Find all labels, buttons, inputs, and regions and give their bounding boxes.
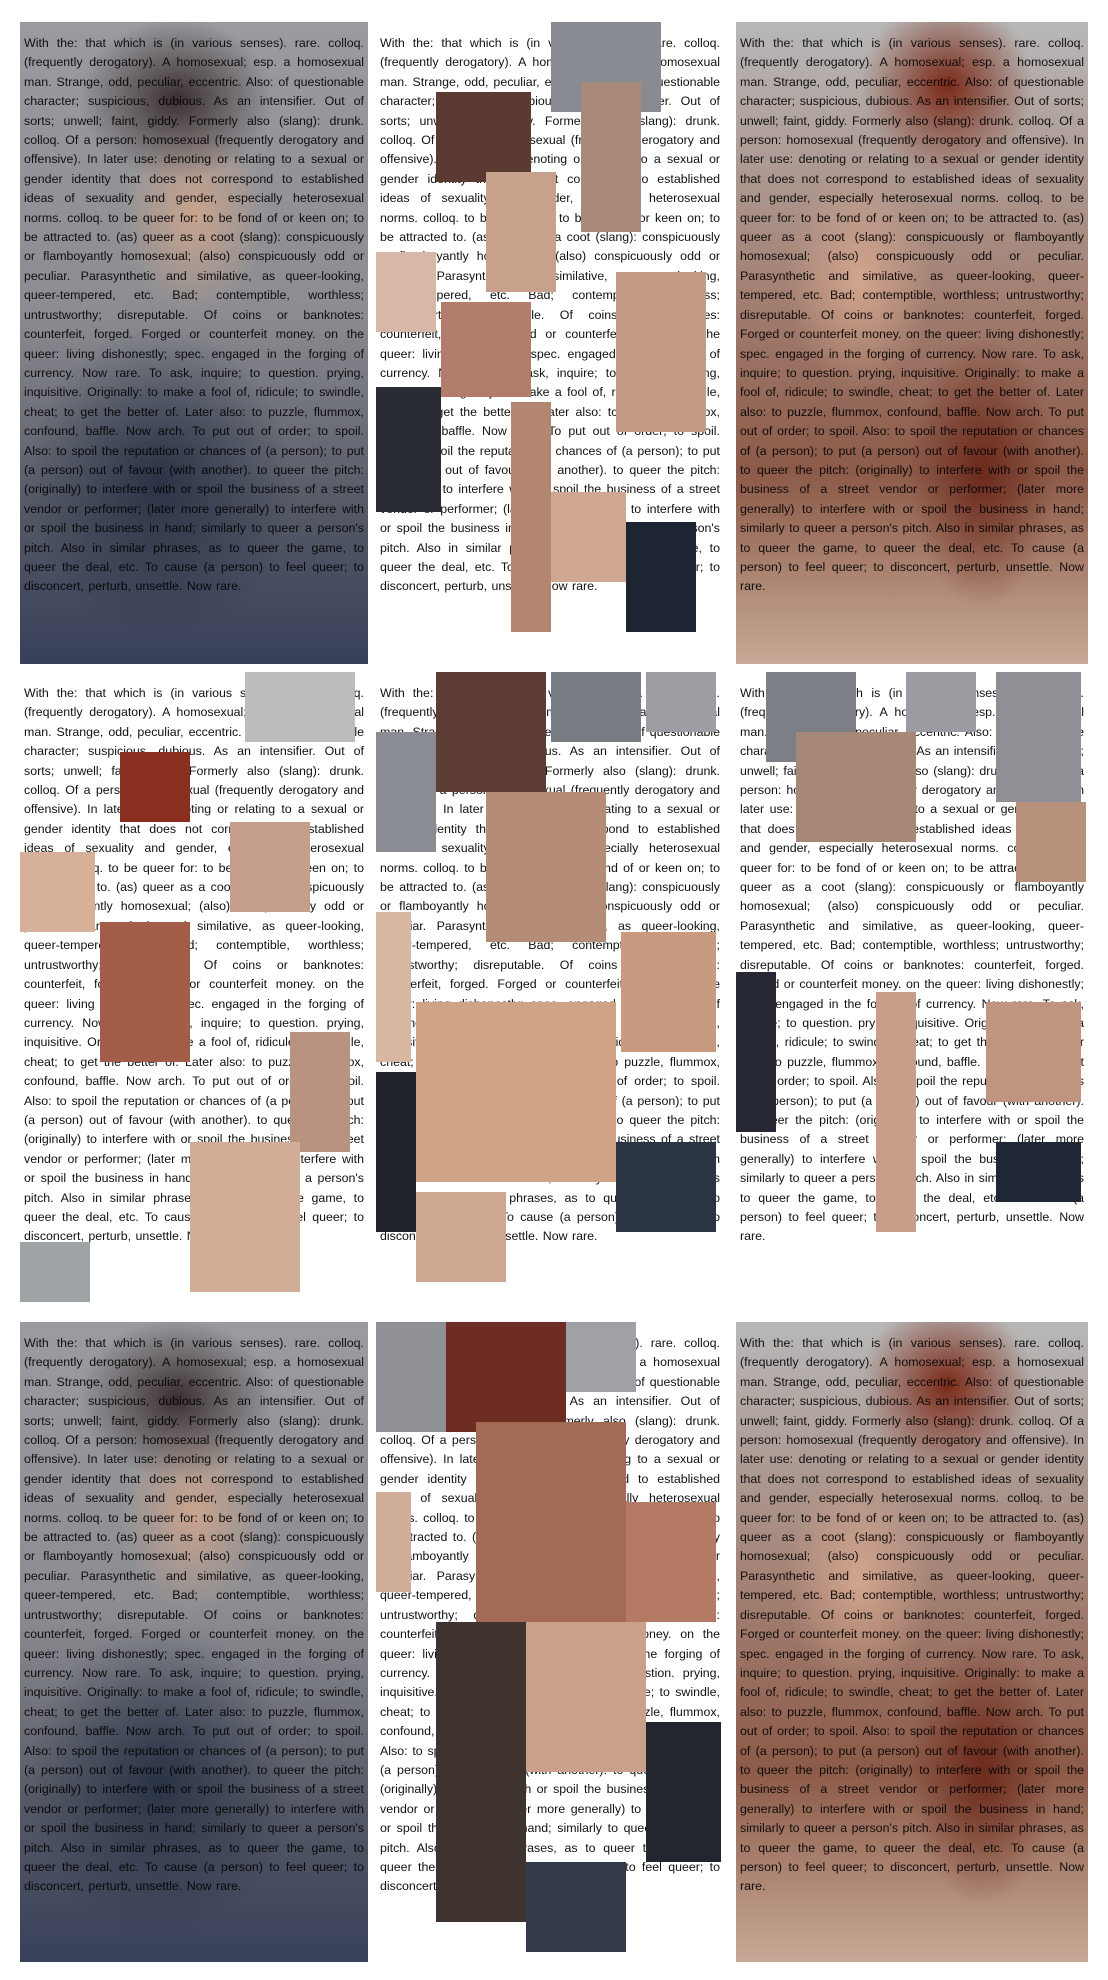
panel-9: With the: that which is (in various sens… bbox=[736, 1322, 1088, 1962]
photo-fragment bbox=[436, 672, 546, 792]
panel-1: With the: that which is (in various sens… bbox=[20, 22, 368, 664]
photo-fragment bbox=[476, 1422, 626, 1622]
panel-1-photo bbox=[20, 22, 368, 664]
photo-fragment bbox=[100, 922, 190, 1062]
photo-fragment bbox=[621, 932, 716, 1052]
photo-fragment bbox=[876, 992, 916, 1232]
photo-fragment bbox=[20, 852, 95, 932]
photo-fragment bbox=[486, 792, 606, 942]
photo-fragment bbox=[436, 1622, 526, 1922]
photo-fragment bbox=[376, 1322, 446, 1432]
photo-fragment bbox=[526, 1622, 646, 1772]
photo-fragment bbox=[230, 822, 310, 912]
photo-fragment bbox=[1016, 802, 1086, 882]
photo-fragment bbox=[376, 912, 411, 1062]
photo-fragment bbox=[616, 1142, 716, 1232]
photo-fragment bbox=[376, 1072, 416, 1232]
panel-9-photo bbox=[736, 1322, 1088, 1962]
panel-3: With the: that which is (in various sens… bbox=[736, 22, 1088, 664]
photo-fragment bbox=[416, 1002, 616, 1182]
photo-fragment bbox=[376, 252, 436, 332]
photo-fragment bbox=[996, 672, 1081, 802]
photo-fragment bbox=[986, 1002, 1081, 1102]
panel-5: With the: that which is (in various sens… bbox=[376, 672, 724, 1314]
photo-fragment bbox=[20, 1242, 90, 1302]
photo-fragment bbox=[736, 972, 776, 1132]
photo-fragment bbox=[906, 672, 976, 732]
photo-fragment bbox=[376, 387, 441, 512]
photo-fragment bbox=[626, 522, 696, 632]
panel-3-text: With the: that which is (in various sens… bbox=[740, 36, 1084, 594]
panel-7: With the: that which is (in various sens… bbox=[20, 1322, 368, 1962]
photo-fragment bbox=[190, 1142, 300, 1292]
panel-9-text: With the: that which is (in various sens… bbox=[740, 1336, 1084, 1894]
photo-fragment bbox=[526, 1862, 626, 1952]
panel-2: With the: that which is (in various sens… bbox=[376, 22, 724, 664]
photo-fragment bbox=[511, 402, 551, 632]
photo-fragment bbox=[646, 672, 716, 732]
photo-fragment bbox=[626, 1502, 716, 1622]
panel-3-photo bbox=[736, 22, 1088, 664]
panel-6: With the: that which is (in various sens… bbox=[736, 672, 1088, 1314]
panel-7-text: With the: that which is (in various sens… bbox=[24, 1336, 364, 1894]
panel-1-text: With the: that which is (in various sens… bbox=[24, 36, 364, 594]
photo-fragment bbox=[551, 672, 641, 742]
photo-fragment bbox=[581, 82, 641, 232]
photo-fragment bbox=[376, 732, 436, 852]
photo-fragment bbox=[616, 272, 706, 432]
photo-fragment bbox=[486, 172, 556, 292]
photo-fragment bbox=[441, 302, 531, 397]
panel-8: With the: that which is (in various sens… bbox=[376, 1322, 724, 1962]
panel-4: With the: that which is (in various sens… bbox=[20, 672, 368, 1314]
photo-fragment bbox=[646, 1722, 721, 1862]
photo-fragment bbox=[996, 1142, 1081, 1202]
photo-fragment bbox=[566, 1322, 636, 1392]
photo-fragment bbox=[376, 1492, 411, 1592]
photo-fragment bbox=[551, 492, 626, 582]
photo-fragment bbox=[796, 732, 916, 842]
photo-fragment bbox=[290, 1032, 350, 1152]
panel-7-photo bbox=[20, 1322, 368, 1962]
photo-fragment bbox=[436, 92, 531, 182]
photo-fragment bbox=[120, 752, 190, 822]
photo-fragment bbox=[416, 1192, 506, 1282]
photo-fragment bbox=[245, 672, 355, 742]
photo-fragment bbox=[446, 1322, 566, 1432]
